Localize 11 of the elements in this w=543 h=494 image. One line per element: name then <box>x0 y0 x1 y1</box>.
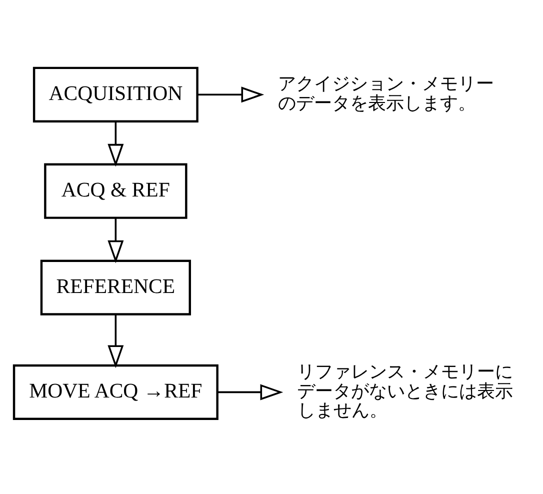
arrow <box>197 86 264 102</box>
node-box: ACQUISITION <box>32 66 198 122</box>
arrow <box>108 121 124 166</box>
node-text: リファレンス・メモリーにデータがないときには表示しません。 <box>297 361 514 421</box>
arrow <box>217 384 284 400</box>
node-box: REFERENCE <box>40 259 191 315</box>
arrow <box>108 218 124 263</box>
node-box: ACQ & REF <box>44 162 188 218</box>
arrow <box>108 314 124 368</box>
node-text: アクイジション・メモリーのデータを表示します。 <box>278 73 494 114</box>
node-box: MOVE ACQ →REF <box>12 364 218 420</box>
